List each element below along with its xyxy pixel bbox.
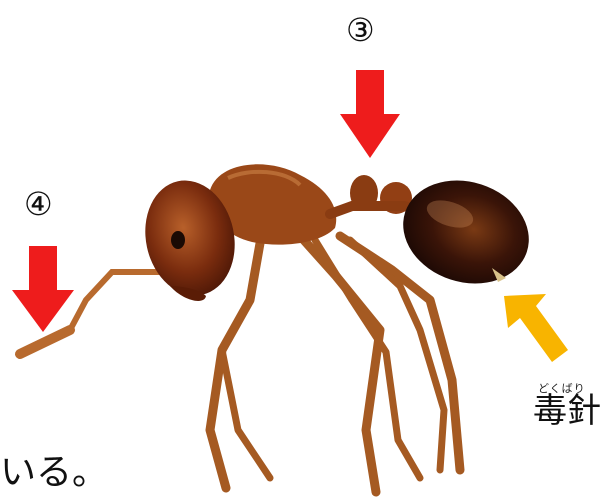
ant-abdomen: [390, 165, 543, 300]
label-circled-four: ④: [24, 188, 53, 220]
partial-caption-text: いる。: [0, 455, 108, 491]
arrow-4-red: [12, 246, 74, 332]
arrow-stinger-yellow: [504, 294, 568, 362]
ant-legs: [210, 232, 460, 492]
stinger-label: 毒針: [533, 394, 601, 428]
ant-waist: [330, 175, 418, 214]
arrow-3-red: [340, 70, 400, 158]
label-circled-three: ③: [346, 14, 375, 46]
